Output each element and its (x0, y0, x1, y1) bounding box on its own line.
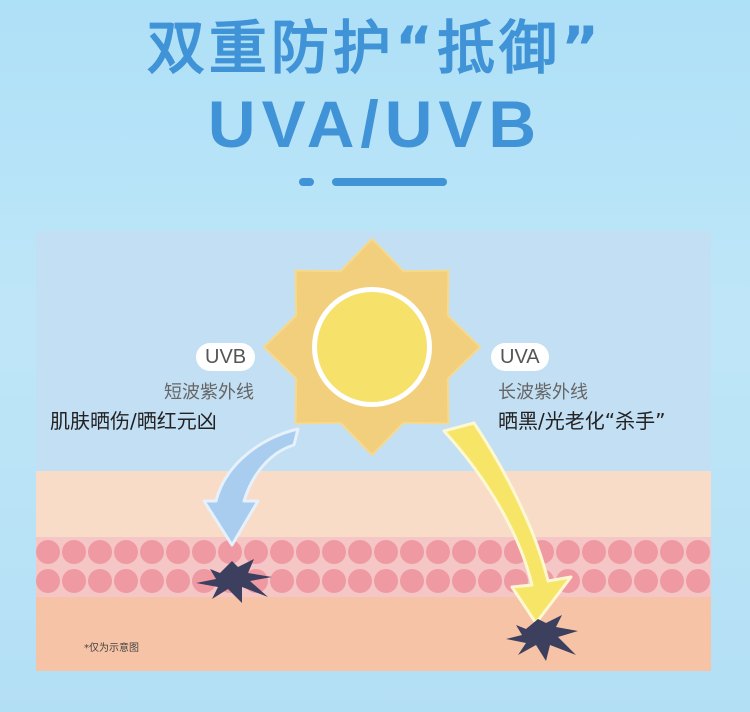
uvb-damage-mark (196, 559, 272, 603)
skin-cell (452, 569, 476, 593)
skin-cell (114, 540, 138, 564)
skin-cell (322, 540, 346, 564)
skin-cell (608, 540, 632, 564)
uva-arrow (442, 421, 573, 625)
skin-cell (374, 569, 398, 593)
skin-cell (270, 540, 294, 564)
skin-cell (322, 569, 346, 593)
skin-cell (348, 540, 372, 564)
skin-cell (192, 540, 216, 564)
skin-cell (36, 569, 60, 593)
skin-cell (114, 569, 138, 593)
uva-effect: 晒黑/光老化“杀手” (498, 409, 666, 433)
skin-cell (374, 540, 398, 564)
skin-cell (660, 540, 684, 564)
uvb-subtitle: 短波紫外线 (164, 382, 254, 403)
skin-cell (426, 540, 450, 564)
skin-cell (556, 540, 580, 564)
uva-subtitle: 长波紫外线 (498, 382, 588, 403)
uva-tag: UVA (491, 343, 549, 371)
skin-cell (686, 540, 710, 564)
skin-cell (582, 540, 606, 564)
uvb-effect: 肌肤晒伤/晒红元凶 (50, 409, 217, 433)
uvb-tag: UVB (196, 343, 256, 371)
skin-cell (270, 569, 294, 593)
sun-icon (262, 237, 482, 457)
skin-cell (426, 569, 450, 593)
skin-cell (88, 569, 112, 593)
skin-cell (296, 540, 320, 564)
divider-bar (332, 178, 447, 186)
skin-cell (140, 569, 164, 593)
skin-cell (400, 569, 424, 593)
skin-deep-layer (36, 597, 711, 671)
skin-cell (244, 540, 268, 564)
divider-dot (299, 178, 314, 186)
uv-scene (36, 237, 711, 671)
skin-cell (36, 540, 60, 564)
skin-cell (660, 569, 684, 593)
skin-cell (686, 569, 710, 593)
skin-cell (634, 540, 658, 564)
skin-cell (88, 540, 112, 564)
skin-cell (400, 540, 424, 564)
skin-cell (62, 540, 86, 564)
skin-cell (296, 569, 320, 593)
skin-cell (478, 569, 502, 593)
skin-cell (62, 569, 86, 593)
disclaimer-note: *仅为示意图 (84, 643, 139, 654)
skin-cell (452, 540, 476, 564)
skin-cell (218, 540, 242, 564)
skin-surface-layer (36, 471, 711, 541)
uv-illustration: UVB 短波紫外线 肌肤晒伤/晒红元凶 UVA 长波紫外线 晒黑/光老化“杀手”… (36, 231, 711, 671)
skin-cell (192, 569, 216, 593)
skin-cell (166, 569, 190, 593)
uva-damage-mark (506, 615, 578, 661)
page-title: 双重防护“抵御” (146, 14, 604, 82)
skin-cell (166, 540, 190, 564)
uvb-arrow (202, 427, 300, 547)
skin-cell (608, 569, 632, 593)
skin-cell (140, 540, 164, 564)
skin-cell (634, 569, 658, 593)
skin-cell (478, 540, 502, 564)
page-subtitle: UVA/UVB (207, 87, 543, 161)
skin-cell (582, 569, 606, 593)
skin-cell (348, 569, 372, 593)
